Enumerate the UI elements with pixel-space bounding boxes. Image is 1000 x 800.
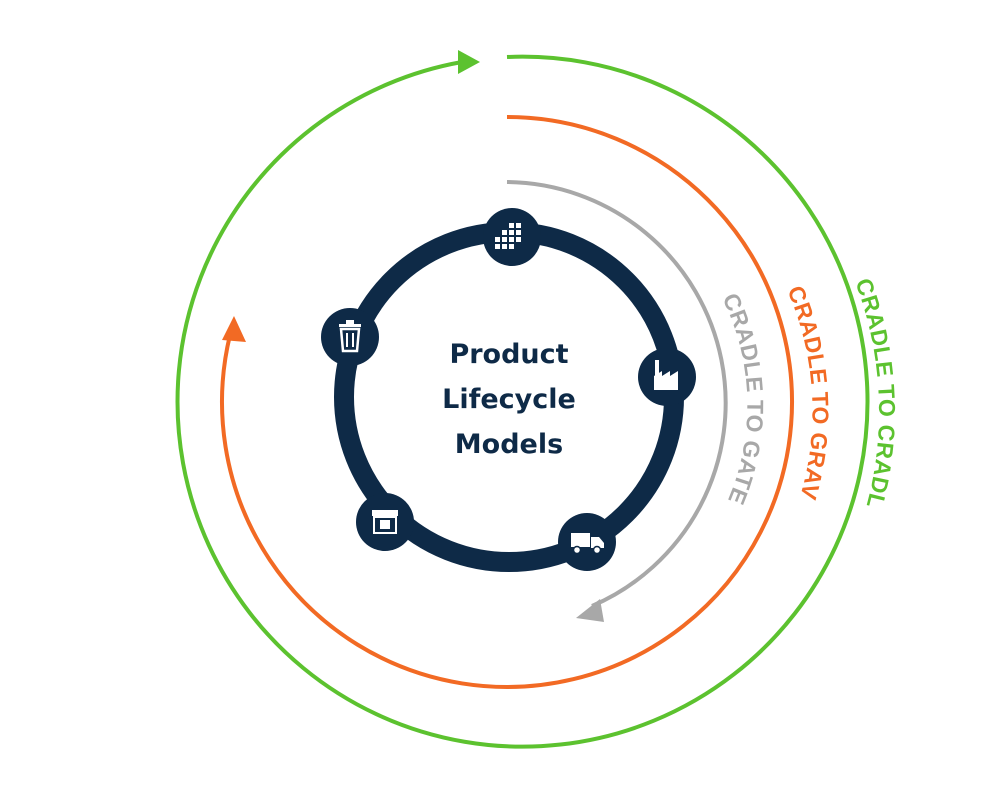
center-title: Product Lifecycle Models <box>442 339 576 460</box>
materials-grid-icon <box>495 223 521 249</box>
arc-cradle-to-gate <box>506 180 728 608</box>
arrowhead-cradle-to-gate <box>576 599 604 622</box>
title-line-3: Models <box>455 429 563 460</box>
truck-icon <box>571 533 604 555</box>
stage-use <box>356 493 414 551</box>
stage-transport <box>558 513 616 571</box>
trash-can-icon <box>339 320 361 353</box>
loop-cradle-to-grave: CRADLE TO GRAVE <box>0 0 833 689</box>
arc-cradle-to-grave <box>220 115 795 689</box>
arrowhead-cradle-to-cradle <box>458 50 480 74</box>
arrowhead-cradle-to-grave <box>222 316 246 342</box>
title-line-1: Product <box>449 339 568 370</box>
store-icon <box>372 510 398 534</box>
label-cradle-to-cradle: CRADLE TO CRADLE <box>0 0 900 511</box>
arc-cradle-to-cradle <box>175 54 870 749</box>
stage-raw-materials <box>483 208 541 266</box>
title-line-2: Lifecycle <box>442 384 576 415</box>
stage-manufacturing <box>638 348 696 406</box>
stage-disposal <box>321 308 379 366</box>
factory-icon <box>654 360 678 390</box>
